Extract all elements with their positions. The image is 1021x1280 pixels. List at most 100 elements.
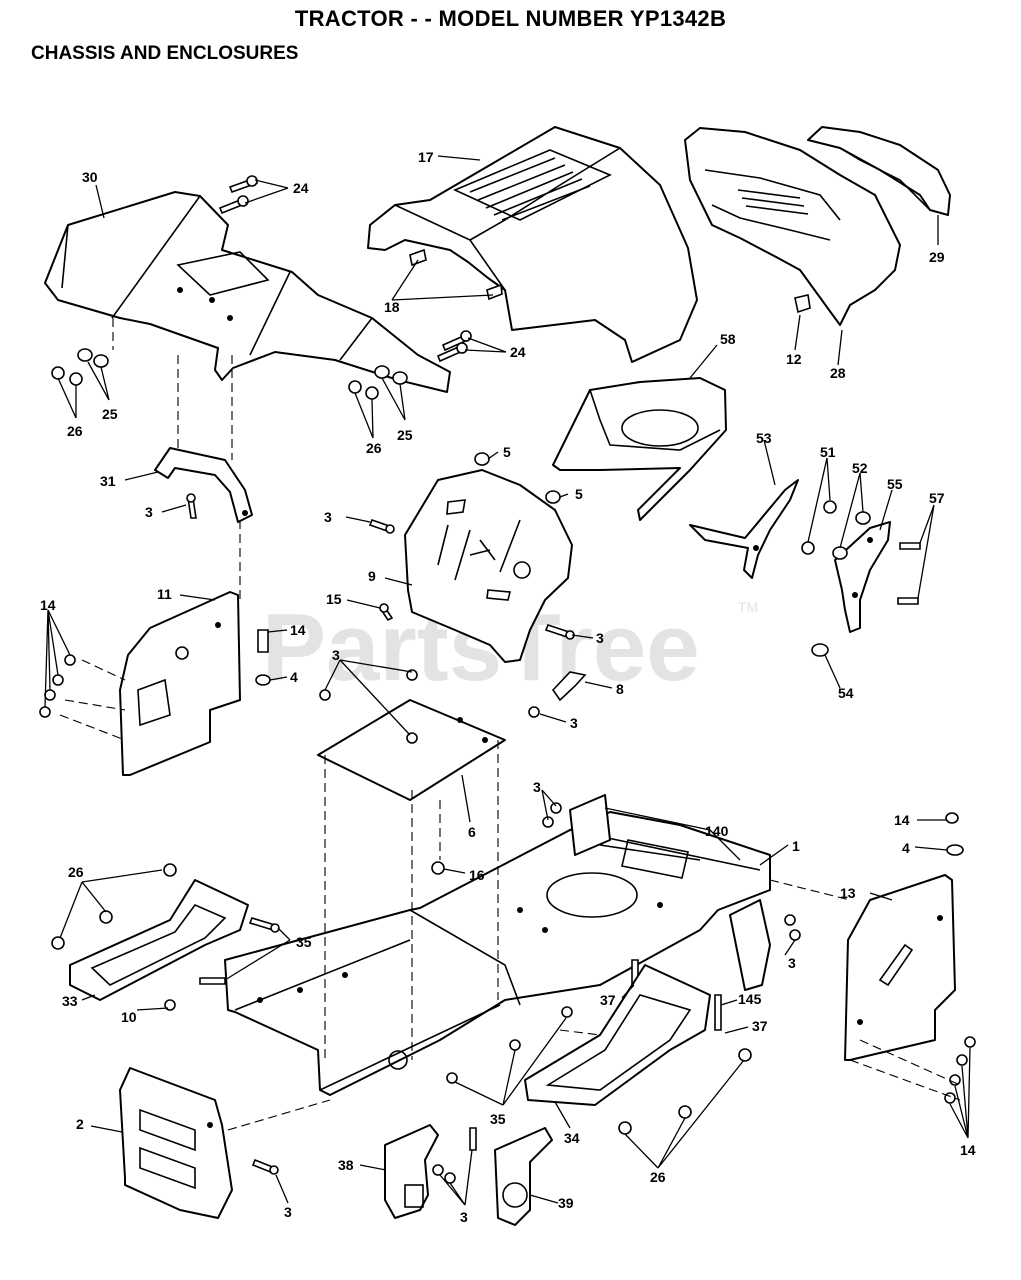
section-subtitle: CHASSIS AND ENCLOSURES [31, 43, 299, 64]
page-title: TRACTOR - - MODEL NUMBER YP1342B [294, 6, 727, 31]
part-38-bracket [384, 1124, 439, 1219]
callout-57: 57 [929, 490, 945, 506]
callout-38: 38 [338, 1157, 354, 1173]
part-28-nose-housing [684, 127, 901, 326]
callout-3-plate-right: 3 [570, 715, 578, 731]
callout-4-right: 4 [902, 840, 910, 856]
callout-15: 15 [326, 591, 342, 607]
callout-26-left: 26 [67, 423, 83, 439]
callout-17: 17 [418, 149, 434, 165]
bolts-24-upper [218, 175, 259, 215]
callout-16: 16 [469, 867, 485, 883]
part-55-bracket [834, 521, 891, 633]
watermark-trademark: TM [738, 599, 758, 615]
callout-14-right-bottom: 14 [960, 1142, 976, 1158]
callout-9: 9 [368, 568, 376, 584]
part-17-hood [367, 126, 698, 363]
screw-15 [378, 603, 394, 622]
callout-145: 145 [738, 991, 762, 1007]
leader-lines [44, 155, 971, 1206]
callout-37-left: 37 [600, 992, 616, 1008]
part-29-grille [807, 126, 951, 216]
callout-13: 13 [840, 885, 856, 901]
callout-39: 39 [558, 1195, 574, 1211]
callout-5-lower: 5 [575, 486, 583, 502]
part-58-dash-pan [552, 377, 727, 521]
callout-12: 12 [786, 351, 802, 367]
callout-24-upper: 24 [293, 180, 309, 196]
callout-29: 29 [929, 249, 945, 265]
bolts-24-lower [436, 330, 472, 363]
nuts-washers-25-26-right [348, 365, 408, 400]
part-11-side-panel-left [119, 591, 241, 776]
screws-3-plate [319, 669, 540, 744]
callout-55: 55 [887, 476, 903, 492]
callout-26-footrest-right: 26 [650, 1169, 666, 1185]
callout-31: 31 [100, 473, 116, 489]
part-31-bracket [154, 447, 253, 523]
clip-8 [551, 671, 587, 702]
callout-18: 18 [384, 299, 400, 315]
callout-34: 34 [564, 1130, 580, 1146]
part-30-rear-fender [44, 191, 451, 393]
callout-53: 53 [756, 430, 772, 446]
plate-140 [542, 794, 611, 856]
part-9-dash-panel [404, 469, 573, 663]
part-6-plate [317, 699, 506, 801]
callout-35-right: 35 [490, 1111, 506, 1127]
callout-52: 52 [852, 460, 868, 476]
callout-140: 140 [705, 823, 729, 839]
callout-33: 33 [62, 993, 78, 1009]
callout-3-front: 3 [284, 1204, 292, 1220]
callout-28: 28 [830, 365, 846, 381]
callout-37-right: 37 [752, 1018, 768, 1034]
callout-30: 30 [82, 169, 98, 185]
part-13-side-panel-right [844, 874, 956, 1061]
callout-3-bottom: 3 [460, 1209, 468, 1225]
callout-3-frame-right: 3 [788, 955, 796, 971]
callout-3-frame: 3 [533, 779, 541, 795]
part-39-bracket [494, 1127, 553, 1226]
bolts-35-right [446, 1006, 573, 1084]
nuts-washers-25-26-left [51, 348, 109, 386]
callout-10: 10 [121, 1009, 137, 1025]
callout-6: 6 [468, 824, 476, 840]
bracket-right-frame [729, 899, 801, 991]
part-53-bracket [689, 479, 799, 579]
screws-3-bottom [432, 1127, 477, 1184]
part-2-front-plate [119, 1067, 233, 1219]
callout-26-footrest-left: 26 [68, 864, 84, 880]
callout-5-upper: 5 [503, 444, 511, 460]
callout-3-plate: 3 [332, 647, 340, 663]
callout-26-center: 26 [366, 440, 382, 456]
callout-35-left: 35 [296, 934, 312, 950]
callout-2: 2 [76, 1116, 84, 1132]
nut-16 [431, 861, 445, 875]
alignment-lines [59, 318, 961, 1131]
callout-24-lower: 24 [510, 344, 526, 360]
part-34-footrest-right [524, 964, 711, 1106]
callout-14-right-top: 14 [894, 812, 910, 828]
callout-14-left: 14 [40, 597, 56, 613]
nuts-26-right [618, 1048, 752, 1135]
bolts-35-10-left [164, 917, 280, 1011]
callout-3-dash: 3 [324, 509, 332, 525]
hardware-51-52-57-54 [801, 500, 921, 657]
callout-1: 1 [792, 838, 800, 854]
callout-51: 51 [820, 444, 836, 460]
bolts-14-right [944, 812, 976, 1104]
callout-25-center: 25 [397, 427, 413, 443]
callout-3-dash-right: 3 [596, 630, 604, 646]
part-33-footrest-left [69, 879, 249, 1001]
screws-3-dash [186, 493, 575, 640]
screw-3-front [251, 1158, 279, 1175]
callout-11: 11 [157, 586, 172, 602]
callout-4-left: 4 [290, 669, 298, 685]
callout-58: 58 [720, 331, 736, 347]
nuts-26-left [51, 863, 177, 950]
callout-25-left: 25 [102, 406, 118, 422]
callout-labels: 30 24 17 29 18 24 12 28 58 26 25 26 25 3… [40, 149, 976, 1225]
callout-14-panel: 14 [290, 622, 306, 638]
callout-54: 54 [838, 685, 854, 701]
